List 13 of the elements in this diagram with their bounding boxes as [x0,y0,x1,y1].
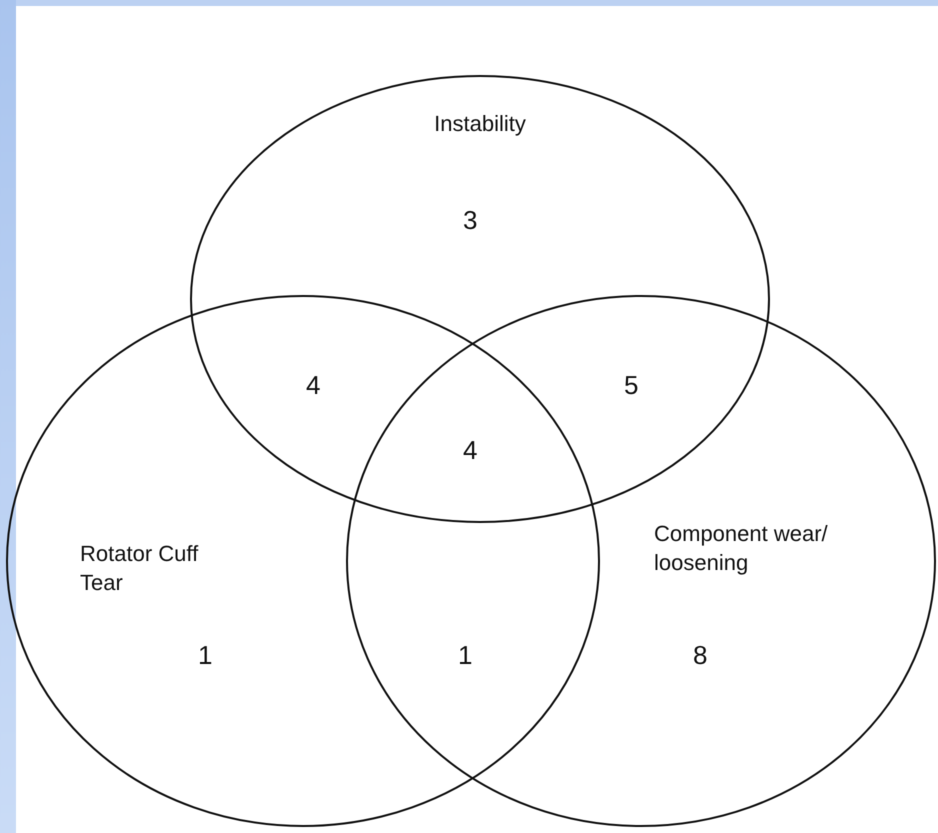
venn-circle [190,75,770,523]
region-count: 1 [198,640,212,671]
region-count: 5 [624,370,638,401]
venn-circle [6,295,600,827]
region-count: 3 [463,205,478,236]
venn-circle [346,295,936,827]
region-count: 4 [463,435,478,466]
set-label: Instability [433,110,527,138]
region-count: 1 [458,640,472,671]
region-count: 4 [306,370,320,401]
set-label: Rotator Cuff Tear [80,540,200,597]
region-count: 8 [693,640,708,671]
set-label: Component wear/ loosening [654,520,829,577]
